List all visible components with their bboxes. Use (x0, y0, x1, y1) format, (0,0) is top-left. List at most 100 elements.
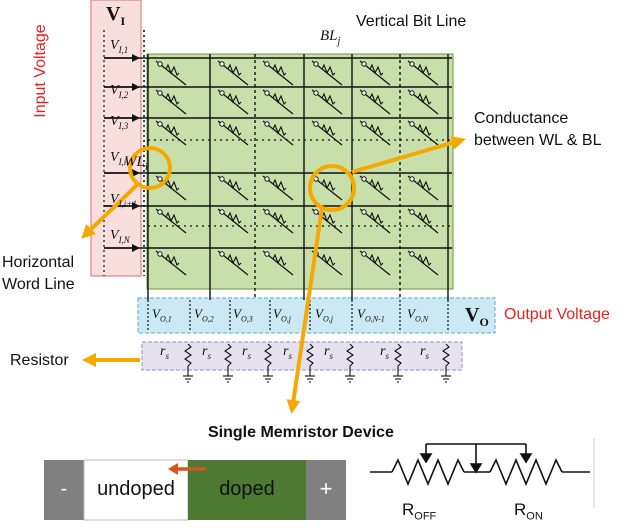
wl-highlight-circle (128, 146, 172, 190)
input-voltage-sub: I,i (118, 156, 127, 167)
memristor-cell (262, 175, 294, 201)
vertical-bit-line-label: Vertical Bit Line (356, 13, 467, 30)
resistor-main: r (324, 344, 330, 359)
input-voltage-sub: I,3 (118, 120, 129, 131)
memristor-resistor-symbol (370, 438, 595, 508)
input-voltage-sub: I,i+1 (118, 198, 137, 209)
memristor-cell (359, 89, 391, 115)
r-off-label: ROFF (402, 500, 436, 522)
input-voltage-panel (90, 0, 142, 277)
input-voltage-main: V (110, 228, 119, 243)
vo-subscript: O (479, 315, 489, 329)
resistor-label: Resistor (10, 352, 69, 369)
shunt-resistor (394, 343, 402, 367)
shunt-resistor (346, 343, 354, 367)
resistor-sub: s (165, 350, 169, 361)
shunt-resistor (442, 343, 450, 367)
single-memristor-title: Single Memristor Device (208, 424, 394, 441)
memristor-cell (311, 89, 343, 115)
output-voltage-cell: VO,2 (194, 306, 214, 324)
output-voltage-panel (137, 297, 496, 334)
input-voltage-main: V (110, 114, 119, 129)
r-off-zigzag (391, 457, 465, 487)
output-voltage-sub: O,2 (201, 314, 214, 324)
resistor-cell-label: rs (283, 344, 292, 361)
input-voltage-main: V (110, 150, 119, 165)
input-voltage-label: VI,2 (110, 83, 128, 100)
input-voltage-main: V (110, 192, 119, 207)
minus-label: - (60, 478, 68, 500)
device-pointer-arrow (286, 207, 324, 414)
input-voltage-sub: I,1 (118, 44, 129, 55)
memristor-cell (407, 250, 439, 276)
memristor-cell (407, 60, 439, 86)
resistor-sub: s (385, 350, 389, 361)
plus-electrode (306, 460, 346, 520)
input-voltage-label: VI,i (110, 150, 126, 167)
resistor-cell-label: rs (242, 344, 251, 361)
output-voltage-main: V (357, 306, 365, 321)
memristor-cell (359, 120, 391, 146)
resistor-cell-label: rs (160, 344, 169, 361)
memristor-cell (359, 250, 391, 276)
crossbar-grid-panel (146, 53, 454, 290)
conductance-line-1: Conductance (474, 110, 569, 127)
conductance-pointer-arrow (351, 136, 466, 174)
r-on-zigzag (489, 457, 563, 487)
memristor-cell (262, 120, 294, 146)
memristor-cell (407, 208, 439, 234)
wl-subscript: i (144, 162, 148, 173)
shunt-resistor (264, 343, 272, 367)
output-voltage-cell: VO,1 (152, 306, 172, 324)
input-arrows (103, 30, 145, 276)
memristor-cell (217, 89, 249, 115)
output-voltage-sub: O,j (322, 314, 333, 324)
memristor-cell (262, 89, 294, 115)
output-voltage-cell: VO,j (273, 306, 291, 324)
resistor-sub: s (247, 350, 251, 361)
r-off-main: R (402, 500, 415, 519)
resistor-sub: s (207, 350, 211, 361)
resistor-cell-label: rs (202, 344, 211, 361)
pointer-arrows (81, 136, 466, 414)
input-voltage-main: V (110, 38, 119, 53)
resistor-main: r (420, 344, 426, 359)
single-memristor-device (44, 459, 346, 521)
memristor-cell (407, 120, 439, 146)
resistor-sub: s (329, 350, 333, 361)
input-voltage-sub: I,N (118, 234, 130, 245)
resistor-main: r (380, 344, 386, 359)
r-on-sub: ON (526, 510, 543, 523)
shunt-resistor (224, 343, 232, 367)
vi-symbol: V (106, 3, 121, 25)
vo-symbol: V (465, 304, 480, 326)
resistor-main: r (202, 344, 208, 359)
memristor-cell (311, 208, 343, 234)
output-voltage-sub: O,1 (159, 314, 172, 324)
memristor-cell (311, 120, 343, 146)
memristor-cell (407, 175, 439, 201)
output-voltage-main: V (152, 306, 160, 321)
output-voltage-cell: VO,j (315, 306, 333, 324)
input-voltage-label: VI,N (110, 228, 130, 245)
memristor-cell (359, 60, 391, 86)
input-voltage-label: Input Voltage (32, 24, 49, 118)
output-voltage-main: V (233, 306, 241, 321)
output-voltage-cell: VO,N (407, 306, 428, 324)
output-decoration (147, 300, 451, 383)
memristor-cell (155, 89, 187, 115)
doped-label: doped (219, 478, 275, 500)
memristor-cell (217, 60, 249, 86)
r-off-sub: OFF (414, 510, 437, 523)
memristor-cell (155, 250, 187, 276)
input-voltage-label: VI,3 (110, 114, 128, 131)
conductance-label: Conductance between WL & BL (474, 108, 601, 152)
doped-region (188, 460, 306, 520)
output-voltage-main: V (194, 306, 202, 321)
input-voltage-label: VI,1 (110, 38, 128, 55)
bl-subscript: j (337, 36, 341, 47)
vo-label: VO (465, 304, 489, 330)
resistor-main: r (242, 344, 248, 359)
